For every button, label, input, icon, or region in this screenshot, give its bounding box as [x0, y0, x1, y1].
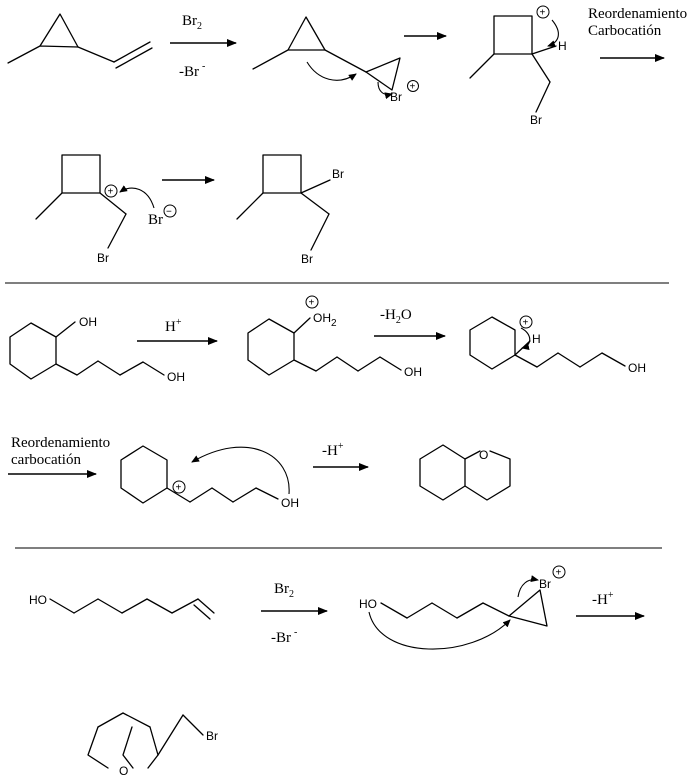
- scheme2-int2-oh: OH: [628, 361, 646, 375]
- scheme3-reagent-minus-h-plus: -H+: [592, 590, 614, 608]
- scheme2-arrow3: -H+: [313, 441, 369, 471]
- scheme1-product: Br Br: [236, 154, 344, 266]
- scheme3-product-br: Br: [206, 729, 218, 743]
- scheme2-carbocation-intermediate: + H OH: [469, 315, 646, 375]
- scheme1-rearr-label-2: Carbocatión: [588, 23, 662, 39]
- scheme1-byproduct-bromide: -Br-: [179, 61, 205, 80]
- scheme1-starting-material: [7, 13, 153, 69]
- scheme2-oxonium-oh2: OH2: [313, 311, 337, 329]
- scheme2-spiro-product: O: [419, 444, 511, 501]
- scheme1-rearranged-cation: Br + Br −: [35, 154, 177, 265]
- scheme3-sm-ho: HO: [29, 593, 47, 607]
- scheme1-hydride-shift-arrow: [547, 19, 559, 48]
- scheme1-carbocation-intermediate: Br H +: [469, 5, 567, 127]
- scheme1-bromide-ion: Br: [148, 212, 163, 228]
- scheme1-product-br1: Br: [332, 167, 344, 181]
- scheme1-int-charge: +: [540, 8, 546, 19]
- scheme2-rearranged-cation: + OH: [120, 445, 299, 510]
- scheme2-int3-oh: OH: [281, 496, 299, 510]
- scheme2-reagent-minus-h-plus: -H+: [322, 441, 344, 459]
- scheme2-arrow1: H+: [137, 317, 218, 345]
- scheme2-sm-oh1: OH: [79, 315, 97, 329]
- scheme3-cyclization-arrow: [368, 611, 511, 650]
- scheme2-int3-charge: +: [176, 483, 182, 494]
- scheme3-ring-opening-arrow: [517, 575, 539, 598]
- scheme2-reagent-h-plus: H+: [165, 317, 182, 335]
- scheme3-byproduct-bromide: -Br-: [271, 627, 297, 646]
- scheme2-hydride-shift-arrow: [520, 327, 531, 351]
- scheme3-reagent-br2: Br2: [274, 581, 294, 600]
- scheme2-oxonium-charge: +: [309, 298, 315, 309]
- scheme2-int2-charge: +: [523, 318, 529, 329]
- scheme3-int-br: Br: [539, 577, 551, 591]
- scheme2-rearrangement-arrow: Reordenamiento carbocatión: [8, 435, 110, 478]
- scheme3-bromonium-intermediate: HO Br +: [359, 565, 566, 650]
- scheme1-bromide-charge: −: [166, 207, 172, 218]
- scheme2-product-o: O: [479, 448, 488, 462]
- scheme1-int-br: Br: [530, 113, 542, 127]
- scheme2-rearr-label-1: Reordenamiento: [11, 435, 110, 451]
- scheme2-int2-h: H: [532, 332, 541, 346]
- scheme1-cation-charge: +: [108, 187, 114, 198]
- scheme2-oxonium-intermediate: + OH2 OH: [247, 295, 422, 379]
- scheme1-curved-arrow-1: [306, 61, 357, 81]
- scheme2-rearr-label-2: carbocatión: [11, 452, 81, 468]
- scheme2-arrow2: -H2O: [374, 307, 446, 340]
- scheme2-starting-material: OH OH: [9, 315, 185, 384]
- scheme1-bromonium-br: Br: [390, 90, 402, 104]
- scheme2-int1-oh: OH: [404, 365, 422, 379]
- scheme3-int-ho: HO: [359, 597, 377, 611]
- scheme3-product: Br O: [87, 712, 218, 778]
- scheme1-reagent-br2: Br2: [182, 13, 202, 32]
- scheme3-int-charge: +: [556, 568, 562, 579]
- scheme1-bromide-attack-arrow: [119, 185, 155, 209]
- scheme1-rearrangement-arrow: Reordenamiento Carbocatión: [588, 6, 687, 62]
- scheme3-arrow2: -H+: [576, 590, 645, 620]
- scheme1-product-br2: Br: [301, 252, 313, 266]
- scheme1-bromonium-intermediate: Br +: [252, 16, 419, 104]
- scheme1-int-h: H: [558, 39, 567, 53]
- scheme3-product-o: O: [119, 764, 128, 778]
- scheme2-reagent-minus-h2o: -H2O: [380, 307, 412, 326]
- scheme1-rearr-label-1: Reordenamiento: [588, 6, 687, 22]
- scheme2-cyclization-arrow: [191, 446, 290, 495]
- scheme1-bromonium-charge: +: [410, 82, 416, 93]
- scheme3-starting-material: HO: [29, 593, 215, 620]
- scheme1-cation-br: Br: [97, 251, 109, 265]
- scheme2-sm-oh2: OH: [167, 370, 185, 384]
- scheme1-curved-arrow-2: [377, 81, 393, 100]
- scheme1-arrow1: Br2 -Br-: [170, 13, 237, 80]
- scheme3-arrow1: Br2 -Br-: [261, 581, 328, 646]
